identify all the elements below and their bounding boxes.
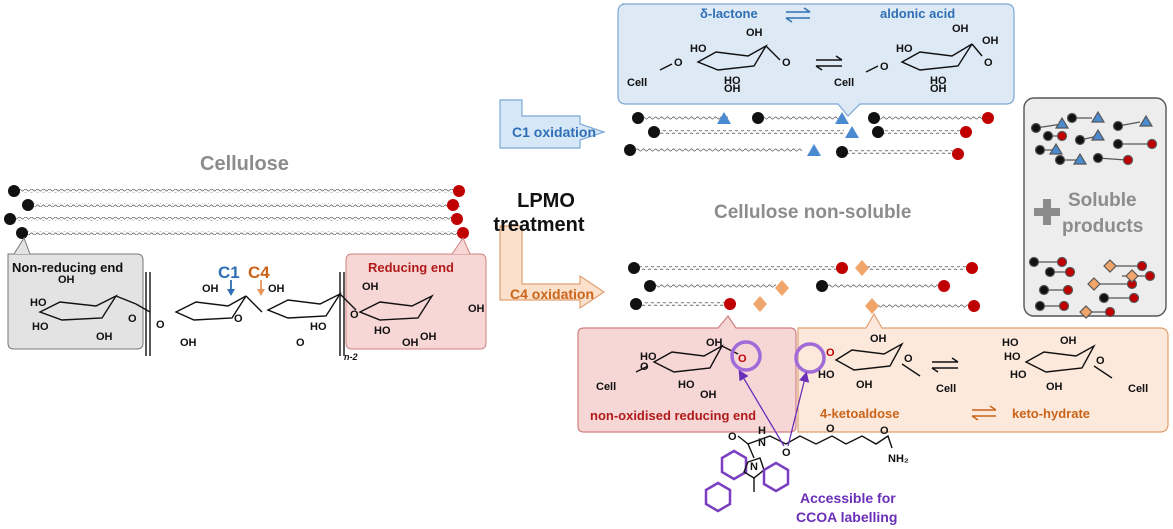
svg-text:Cell: Cell (936, 383, 956, 395)
svg-text:N: N (750, 461, 758, 473)
svg-text:HO: HO (678, 379, 695, 391)
svg-text:O: O (782, 57, 791, 69)
svg-text:HO: HO (310, 321, 327, 333)
svg-text:H: H (758, 425, 766, 437)
cellulose-chains (4, 185, 469, 239)
cellulose-non-soluble-label: Cellulose non-soluble (714, 202, 912, 223)
svg-text:OH: OH (362, 281, 379, 293)
svg-text:Cell: Cell (834, 77, 854, 89)
non-reducing-end-label: Non-reducing end (12, 260, 124, 275)
svg-text:O: O (156, 319, 165, 331)
c1-oxidation-label: C1 oxidation (512, 124, 597, 140)
aldonic-acid-label: aldonic acid (880, 6, 956, 21)
svg-text:OH: OH (96, 331, 113, 343)
svg-text:O: O (880, 425, 889, 437)
svg-text:O: O (296, 337, 305, 349)
svg-text:O: O (640, 361, 649, 373)
c4-chains (628, 260, 980, 314)
soluble-label-line2: products (1062, 216, 1144, 237)
non-oxidised-reducing-end-label: non-oxidised reducing end (590, 408, 757, 423)
svg-text:OH: OH (930, 83, 947, 95)
svg-text:HO: HO (1004, 351, 1021, 363)
svg-text:HO: HO (818, 369, 835, 381)
svg-text:OH: OH (1060, 335, 1077, 347)
svg-text:OH: OH (870, 333, 887, 345)
svg-text:OH: OH (402, 337, 419, 349)
lpmo-label-line1: LPMO (517, 190, 575, 212)
svg-text:O: O (674, 57, 683, 69)
svg-text:HO: HO (1010, 369, 1027, 381)
svg-text:OH: OH (746, 27, 763, 39)
svg-text:OH: OH (58, 274, 75, 286)
svg-text:NH₂: NH₂ (888, 453, 909, 465)
svg-text:HO: HO (374, 325, 391, 337)
svg-text:HO: HO (1002, 337, 1019, 349)
svg-text:O: O (350, 309, 359, 321)
svg-text:OH: OH (706, 337, 723, 349)
svg-text:OH: OH (268, 283, 285, 295)
soluble-fragments (1028, 110, 1158, 319)
svg-text:OH: OH (420, 331, 437, 343)
svg-text:OH: OH (468, 303, 485, 315)
svg-text:O: O (826, 423, 835, 435)
svg-text:O: O (234, 313, 243, 325)
svg-text:HO: HO (30, 297, 47, 309)
svg-text:Cell: Cell (596, 381, 616, 393)
svg-text:OH: OH (180, 337, 197, 349)
soluble-label-line1: Soluble (1068, 190, 1137, 211)
svg-text:O: O (1096, 355, 1105, 367)
cellulose-structure (38, 272, 434, 356)
svg-text:HO: HO (896, 43, 913, 55)
accessible-label-line2: CCOA labelling (796, 509, 898, 525)
svg-text:HO: HO (930, 75, 947, 87)
svg-text:OH: OH (856, 379, 873, 391)
svg-text:O: O (738, 353, 747, 365)
svg-text:OH: OH (724, 83, 741, 95)
keto-hydrate-label: keto-hydrate (1012, 406, 1091, 421)
svg-text:O: O (826, 347, 835, 359)
c1-chains (624, 112, 994, 160)
lpmo-label-line2: treatment (493, 214, 585, 236)
svg-text:OH: OH (982, 35, 999, 47)
reducing-end-label: Reducing end (368, 260, 454, 275)
c4-oxidation-label: C4 oxidation (510, 286, 595, 302)
svg-text:HO: HO (640, 351, 657, 363)
c4-label: C4 (248, 263, 270, 282)
svg-text:Cell: Cell (627, 77, 647, 89)
svg-text:O: O (880, 61, 889, 73)
svg-text:O: O (984, 57, 993, 69)
svg-text:HO: HO (724, 75, 741, 87)
svg-text:OH: OH (952, 23, 969, 35)
svg-text:N: N (758, 437, 766, 449)
svg-text:OH: OH (1046, 381, 1063, 393)
svg-text:Cell: Cell (1128, 383, 1148, 395)
svg-text:O: O (128, 313, 137, 325)
repeat-count-label: n-2 (344, 352, 358, 362)
svg-text:O: O (782, 447, 791, 459)
accessible-label-line1: Accessible for (800, 490, 896, 506)
delta-lactone-label: δ-lactone (700, 6, 758, 21)
svg-text:HO: HO (690, 43, 707, 55)
svg-text:OH: OH (202, 283, 219, 295)
svg-text:O: O (728, 431, 737, 443)
svg-text:HO: HO (32, 321, 49, 333)
ketoaldose-label: 4-ketoaldose (820, 406, 900, 421)
ccoa-reagent (704, 434, 893, 513)
svg-text:OH: OH (700, 389, 717, 401)
svg-text:O: O (904, 353, 913, 365)
c1-label: C1 (218, 263, 240, 282)
cellulose-title: Cellulose (200, 153, 289, 175)
